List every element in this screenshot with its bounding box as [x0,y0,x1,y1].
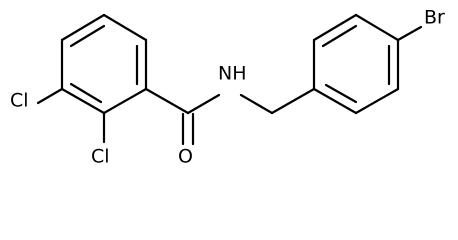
bond-ring-b-3 [354,13,400,42]
oxygen-label: O [178,146,193,168]
bond-n-ch2 [239,93,274,115]
bond-ring-b-inner-1 [321,24,358,48]
bond-ring-a-4 [102,87,148,115]
bromophenyl-ring [312,13,400,115]
bond-ring-b-5 [354,87,400,115]
nitrogen-label: NH [218,63,247,85]
bond-ring-a-inner-1 [69,24,106,48]
bond-ring-b-inner-3 [324,83,358,104]
bond-ring-a-5 [60,87,106,115]
bond-ring-carbonyl [144,87,190,115]
bond-ring-a-1 [60,13,106,42]
bond-c3-cl [36,87,64,105]
bond-ring-br [396,25,423,42]
bond-ring-a-inner-3 [69,82,103,104]
bond-ring-b-6 [312,87,358,115]
bond-ch2-ring [270,87,316,115]
bromine-label: Br [424,7,445,29]
bond-ring-b-2 [312,13,358,42]
chlorine-3-label: Cl [10,90,29,112]
chlorine-2-label: Cl [91,146,110,168]
molecule-structure: Cl Cl O NH Br [10,7,445,168]
dichlorophenyl-ring [60,13,148,115]
bond-carbonyl-n [186,93,221,115]
bond-ring-a-2 [102,13,148,42]
